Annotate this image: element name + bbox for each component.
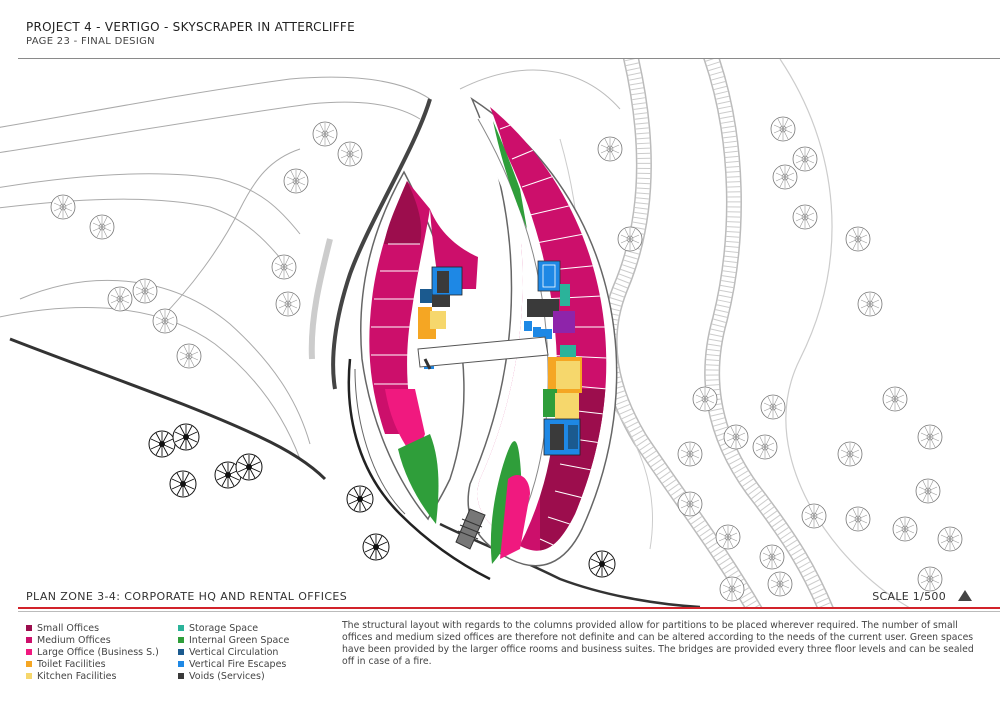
legend-column-2: Storage Space Internal Green Space Verti… xyxy=(178,622,289,682)
legend-swatch xyxy=(178,649,184,655)
legend-swatch xyxy=(26,673,32,679)
legend-item: Large Office (Business S.) xyxy=(26,646,159,658)
site-plan-drawing xyxy=(0,59,963,609)
legend-swatch xyxy=(178,625,184,631)
west-core xyxy=(418,266,463,369)
legend-item: Small Offices xyxy=(26,622,159,634)
legend-swatch xyxy=(178,661,184,667)
legend-item: Internal Green Space xyxy=(178,634,289,646)
legend-item: Voids (Services) xyxy=(178,670,289,682)
scale-label: SCALE 1/500 xyxy=(872,590,946,603)
entrance-stair xyxy=(455,508,486,550)
west-tower-wing xyxy=(360,170,478,524)
header-divider xyxy=(18,58,1000,59)
design-description: The structural layout with regards to th… xyxy=(342,620,974,667)
page-subtitle: PAGE 23 - FINAL DESIGN xyxy=(26,36,155,47)
legend-swatch xyxy=(26,625,32,631)
legend-swatch xyxy=(178,673,184,679)
legend-item: Vertical Fire Escapes xyxy=(178,658,289,670)
legend-item: Kitchen Facilities xyxy=(26,670,159,682)
legend-item: Toilet Facilities xyxy=(26,658,159,670)
east-tower-wing xyxy=(467,96,618,567)
legend-column-1: Small Offices Medium Offices Large Offic… xyxy=(26,622,159,682)
divider xyxy=(18,611,1000,612)
accent-divider xyxy=(18,607,1000,609)
plan-zone-title: PLAN ZONE 3-4: CORPORATE HQ AND RENTAL O… xyxy=(26,590,348,603)
legend-item: Vertical Circulation xyxy=(178,646,289,658)
east-core xyxy=(527,260,582,456)
project-title: PROJECT 4 - VERTIGO - SKYSCRAPER IN ATTE… xyxy=(26,20,355,34)
legend-swatch xyxy=(26,637,32,643)
legend-swatch xyxy=(26,649,32,655)
legend-swatch xyxy=(26,661,32,667)
north-arrow-icon xyxy=(958,590,972,601)
legend-swatch xyxy=(178,637,184,643)
connecting-bridge xyxy=(417,336,549,368)
legend-item: Medium Offices xyxy=(26,634,159,646)
legend-item: Storage Space xyxy=(178,622,289,634)
